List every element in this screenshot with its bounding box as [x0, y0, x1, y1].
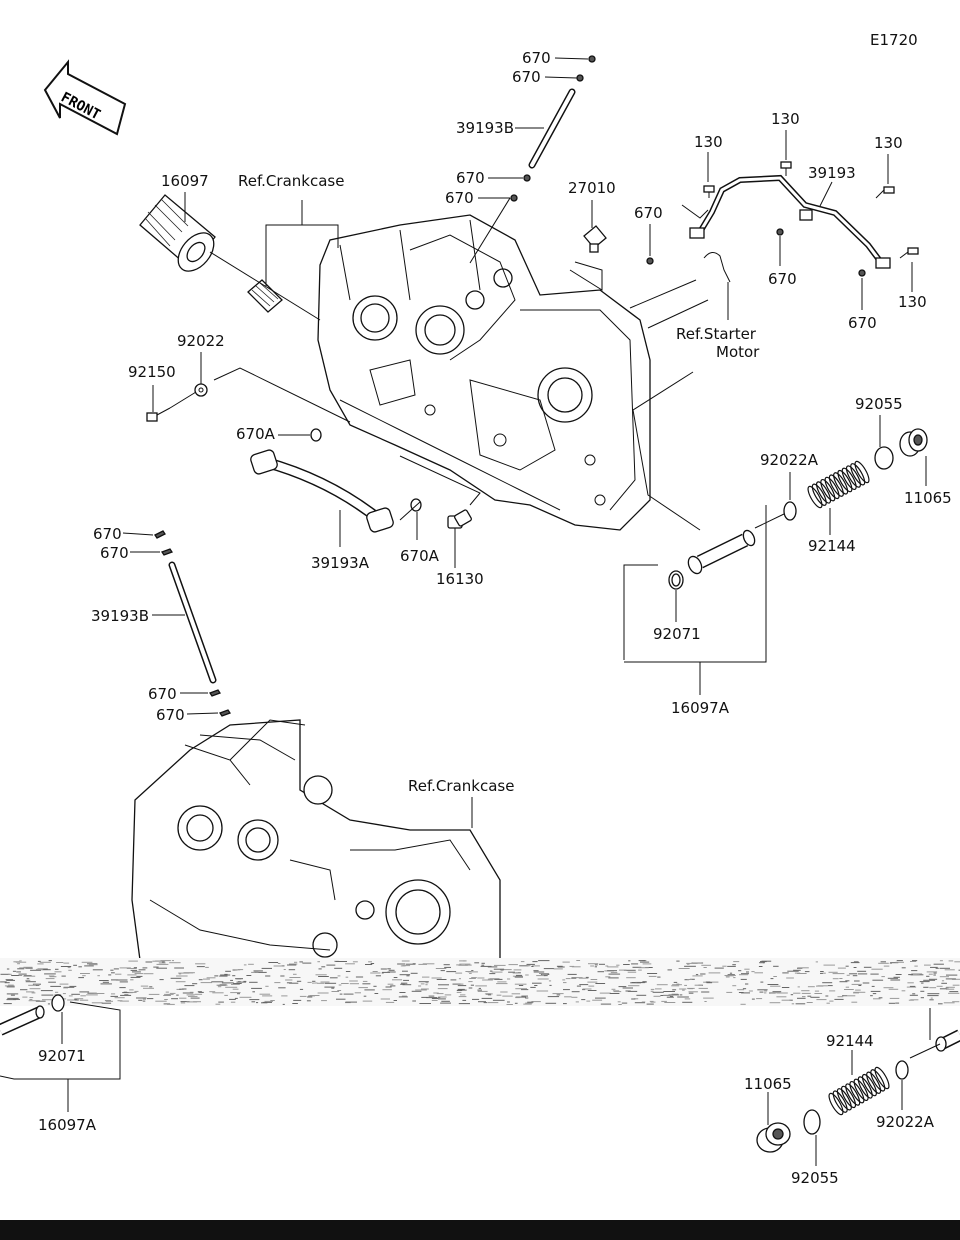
valve-16097A-right-part [935, 1029, 960, 1052]
label-670A-b: 670A [400, 547, 440, 565]
o-ring-670-c [523, 174, 531, 182]
label-670-c: 670 [456, 169, 485, 187]
label-11065: 11065 [904, 489, 952, 507]
label-670-h: 670 [93, 525, 122, 543]
valve-16097A-part [687, 529, 756, 575]
label-16097A: 16097A [671, 699, 730, 717]
label-ref-starter-1: Ref.Starter [676, 325, 757, 343]
crankcase-bottom-drawing [131, 719, 501, 961]
o-ring-670-d [510, 194, 518, 202]
label-670-i: 670 [100, 544, 129, 562]
label-670-g: 670 [848, 314, 877, 332]
pipe-39193A-part [250, 449, 394, 533]
label-92022: 92022 [177, 332, 225, 350]
oil-filter-part [139, 194, 216, 272]
label-130-b: 130 [771, 110, 800, 128]
label-130-d: 130 [898, 293, 927, 311]
o-ring-670-i [161, 548, 173, 556]
label-92150: 92150 [128, 363, 176, 381]
bottom-border-bar [0, 1220, 960, 1240]
label-670-a: 670 [522, 49, 551, 67]
oil-pressure-switch-part [583, 225, 607, 253]
o-ring-670-b [576, 74, 584, 82]
spring-92144-b [828, 1066, 890, 1116]
o-ring-92055-b [803, 1109, 821, 1135]
label-92022A: 92022A [760, 451, 819, 469]
label-27010: 27010 [568, 179, 616, 197]
label-16097: 16097 [161, 172, 209, 190]
label-39193B-left: 39193B [91, 607, 149, 625]
washer-92022A-b [895, 1060, 909, 1080]
o-ring-670-k [219, 709, 231, 717]
label-11065-b: 11065 [744, 1075, 792, 1093]
part-labels: 670 670 39193B 670 670 27010 16097 Ref.C… [38, 49, 952, 1187]
label-670A-a: 670A [236, 425, 276, 443]
o-ring-670-e [646, 257, 654, 265]
valve-16097A-bottom-part [0, 1005, 45, 1036]
pipe-39193-part [689, 174, 891, 269]
spring-92144 [807, 460, 870, 509]
fitting-16130-part [447, 509, 472, 529]
diagram-code: E1720 [870, 31, 918, 49]
label-670-k: 670 [156, 706, 185, 724]
label-16130: 16130 [436, 570, 484, 588]
bolt-130-c [875, 186, 895, 199]
starter-clip-part [703, 252, 731, 283]
scan-noise-band [0, 958, 960, 1006]
front-arrow-icon: FRONT [43, 59, 127, 136]
plug-11065-b [756, 1122, 791, 1153]
o-ring-670-g [858, 269, 866, 277]
label-ref-crankcase-bottom: Ref.Crankcase [408, 777, 514, 795]
bolt-130-d [899, 247, 919, 259]
label-92071-b: 92071 [38, 1047, 86, 1065]
o-ring-670-a [588, 55, 596, 63]
o-ring-670-j [209, 689, 221, 697]
washer-92022 [194, 383, 208, 397]
pipe-39193B-left-part [168, 561, 217, 684]
label-670-j: 670 [148, 685, 177, 703]
label-92022A-b: 92022A [876, 1113, 935, 1131]
o-ring-670-f [776, 228, 784, 236]
label-ref-starter-2: Motor [716, 343, 760, 361]
label-39193A: 39193A [311, 554, 370, 572]
bolt-130-b [780, 161, 792, 176]
o-ring-92071-b [51, 994, 65, 1012]
label-670-f: 670 [768, 270, 797, 288]
label-92144: 92144 [808, 537, 856, 555]
label-92055-b: 92055 [791, 1169, 839, 1187]
crankcase-top-drawing [317, 214, 651, 531]
pipe-39193B-top-part [528, 88, 576, 169]
label-130-a: 130 [694, 133, 723, 151]
bolt-92150 [146, 407, 171, 422]
washer-92022A [783, 501, 797, 521]
filter-nipple-part [247, 279, 283, 313]
o-ring-670A-a [310, 428, 322, 442]
label-670-d: 670 [445, 189, 474, 207]
o-ring-670-h [154, 530, 166, 539]
label-670-b: 670 [512, 68, 541, 86]
label-130-c: 130 [874, 134, 903, 152]
label-ref-crankcase-top: Ref.Crankcase [238, 172, 344, 190]
leader-lines [0, 57, 941, 1166]
label-670-e: 670 [634, 204, 663, 222]
label-92071: 92071 [653, 625, 701, 643]
label-92144-b: 92144 [826, 1032, 874, 1050]
label-39193: 39193 [808, 164, 856, 182]
label-92055: 92055 [855, 395, 903, 413]
plug-11065 [899, 428, 928, 457]
label-16097A-b: 16097A [38, 1116, 97, 1134]
o-ring-92055 [874, 446, 894, 470]
label-39193B-top: 39193B [456, 119, 514, 137]
bolt-130-a [703, 185, 715, 198]
